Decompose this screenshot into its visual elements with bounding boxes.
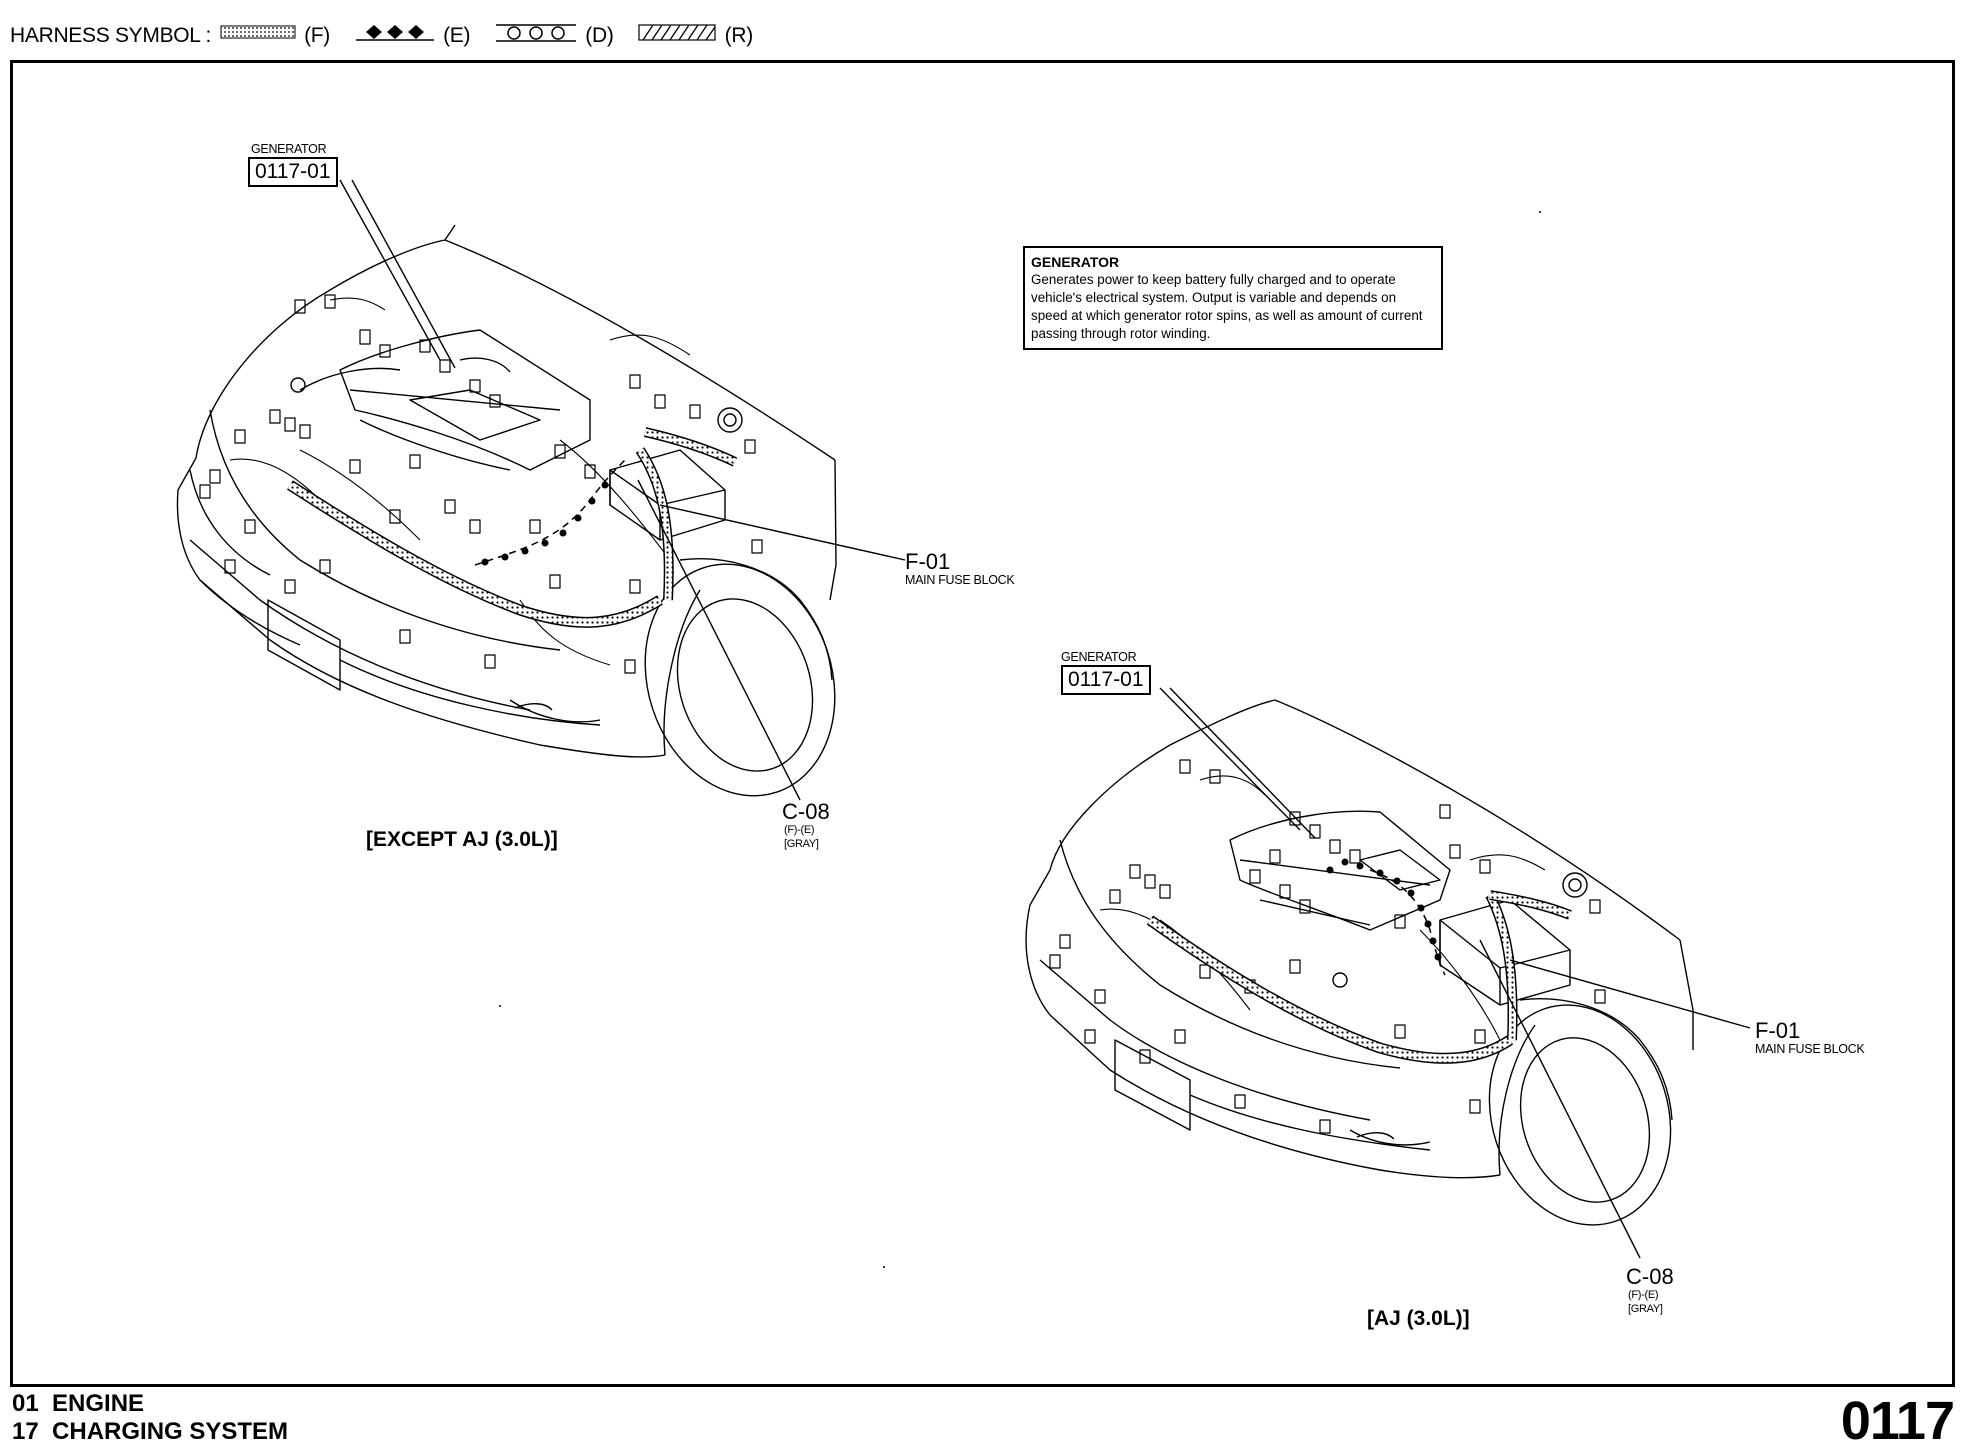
left-f01-code: F-01 xyxy=(905,549,951,574)
left-vehicle-drawing xyxy=(176,224,837,797)
generator-description-title: GENERATOR xyxy=(1031,254,1120,270)
left-c08-code: C-08 xyxy=(782,799,830,824)
diamonds-symbol xyxy=(355,25,434,41)
left-harness-band xyxy=(287,480,663,628)
circles-symbol xyxy=(495,24,576,42)
right-c08-code: C-08 xyxy=(1626,1264,1674,1289)
left-generator-code: 0117-01 xyxy=(248,157,338,187)
right-harness-band xyxy=(1146,915,1514,1064)
right-view-caption: [AJ (3.0L)] xyxy=(1367,1307,1470,1330)
right-f01-code: F-01 xyxy=(1755,1018,1801,1043)
legend-code-d: (D) xyxy=(585,24,614,48)
right-c08-color: [GRAY] xyxy=(1628,1303,1663,1315)
right-vehicle-drawing xyxy=(1025,699,1694,1226)
left-view-caption: [EXCEPT AJ (3.0L)] xyxy=(366,828,558,851)
diagram-frame xyxy=(10,60,1955,1387)
section-footer: 01 ENGINE 17 CHARGING SYSTEM xyxy=(12,1390,288,1446)
legend-code-r: (R) xyxy=(724,24,754,48)
generator-description-text: Generates power to keep battery fully ch… xyxy=(1031,272,1423,341)
left-c08-color: [GRAY] xyxy=(784,838,819,850)
left-harness-diamonds xyxy=(474,459,626,566)
hatched-symbol xyxy=(638,24,716,41)
generator-description-box: GENERATOR Generates power to keep batter… xyxy=(1023,246,1443,350)
right-f01-name: MAIN FUSE BLOCK xyxy=(1755,1042,1865,1056)
left-c08-harness: (F)-(E) xyxy=(784,824,815,836)
legend-label: HARNESS SYMBOL : xyxy=(10,24,211,48)
dotted-band-symbol xyxy=(220,25,296,39)
right-harness-diamonds xyxy=(1369,869,1446,976)
page-number: 0117 xyxy=(1840,1391,1955,1451)
legend-code-e: (E) xyxy=(443,24,471,48)
harness-symbol-legend: HARNESS SYMBOL : (F) (E) (D) (R) xyxy=(10,22,753,58)
footer-line-engine: 01 ENGINE xyxy=(12,1390,145,1417)
right-generator-code: 0117-01 xyxy=(1061,665,1151,695)
right-generator-label: GENERATOR xyxy=(1061,650,1137,664)
left-generator-label: GENERATOR xyxy=(251,142,327,156)
footer-line-charging-system: 17 CHARGING SYSTEM xyxy=(12,1418,289,1445)
legend-code-f: (F) xyxy=(304,24,330,48)
right-c08-harness: (F)-(E) xyxy=(1628,1289,1659,1301)
left-f01-name: MAIN FUSE BLOCK xyxy=(905,573,1015,587)
